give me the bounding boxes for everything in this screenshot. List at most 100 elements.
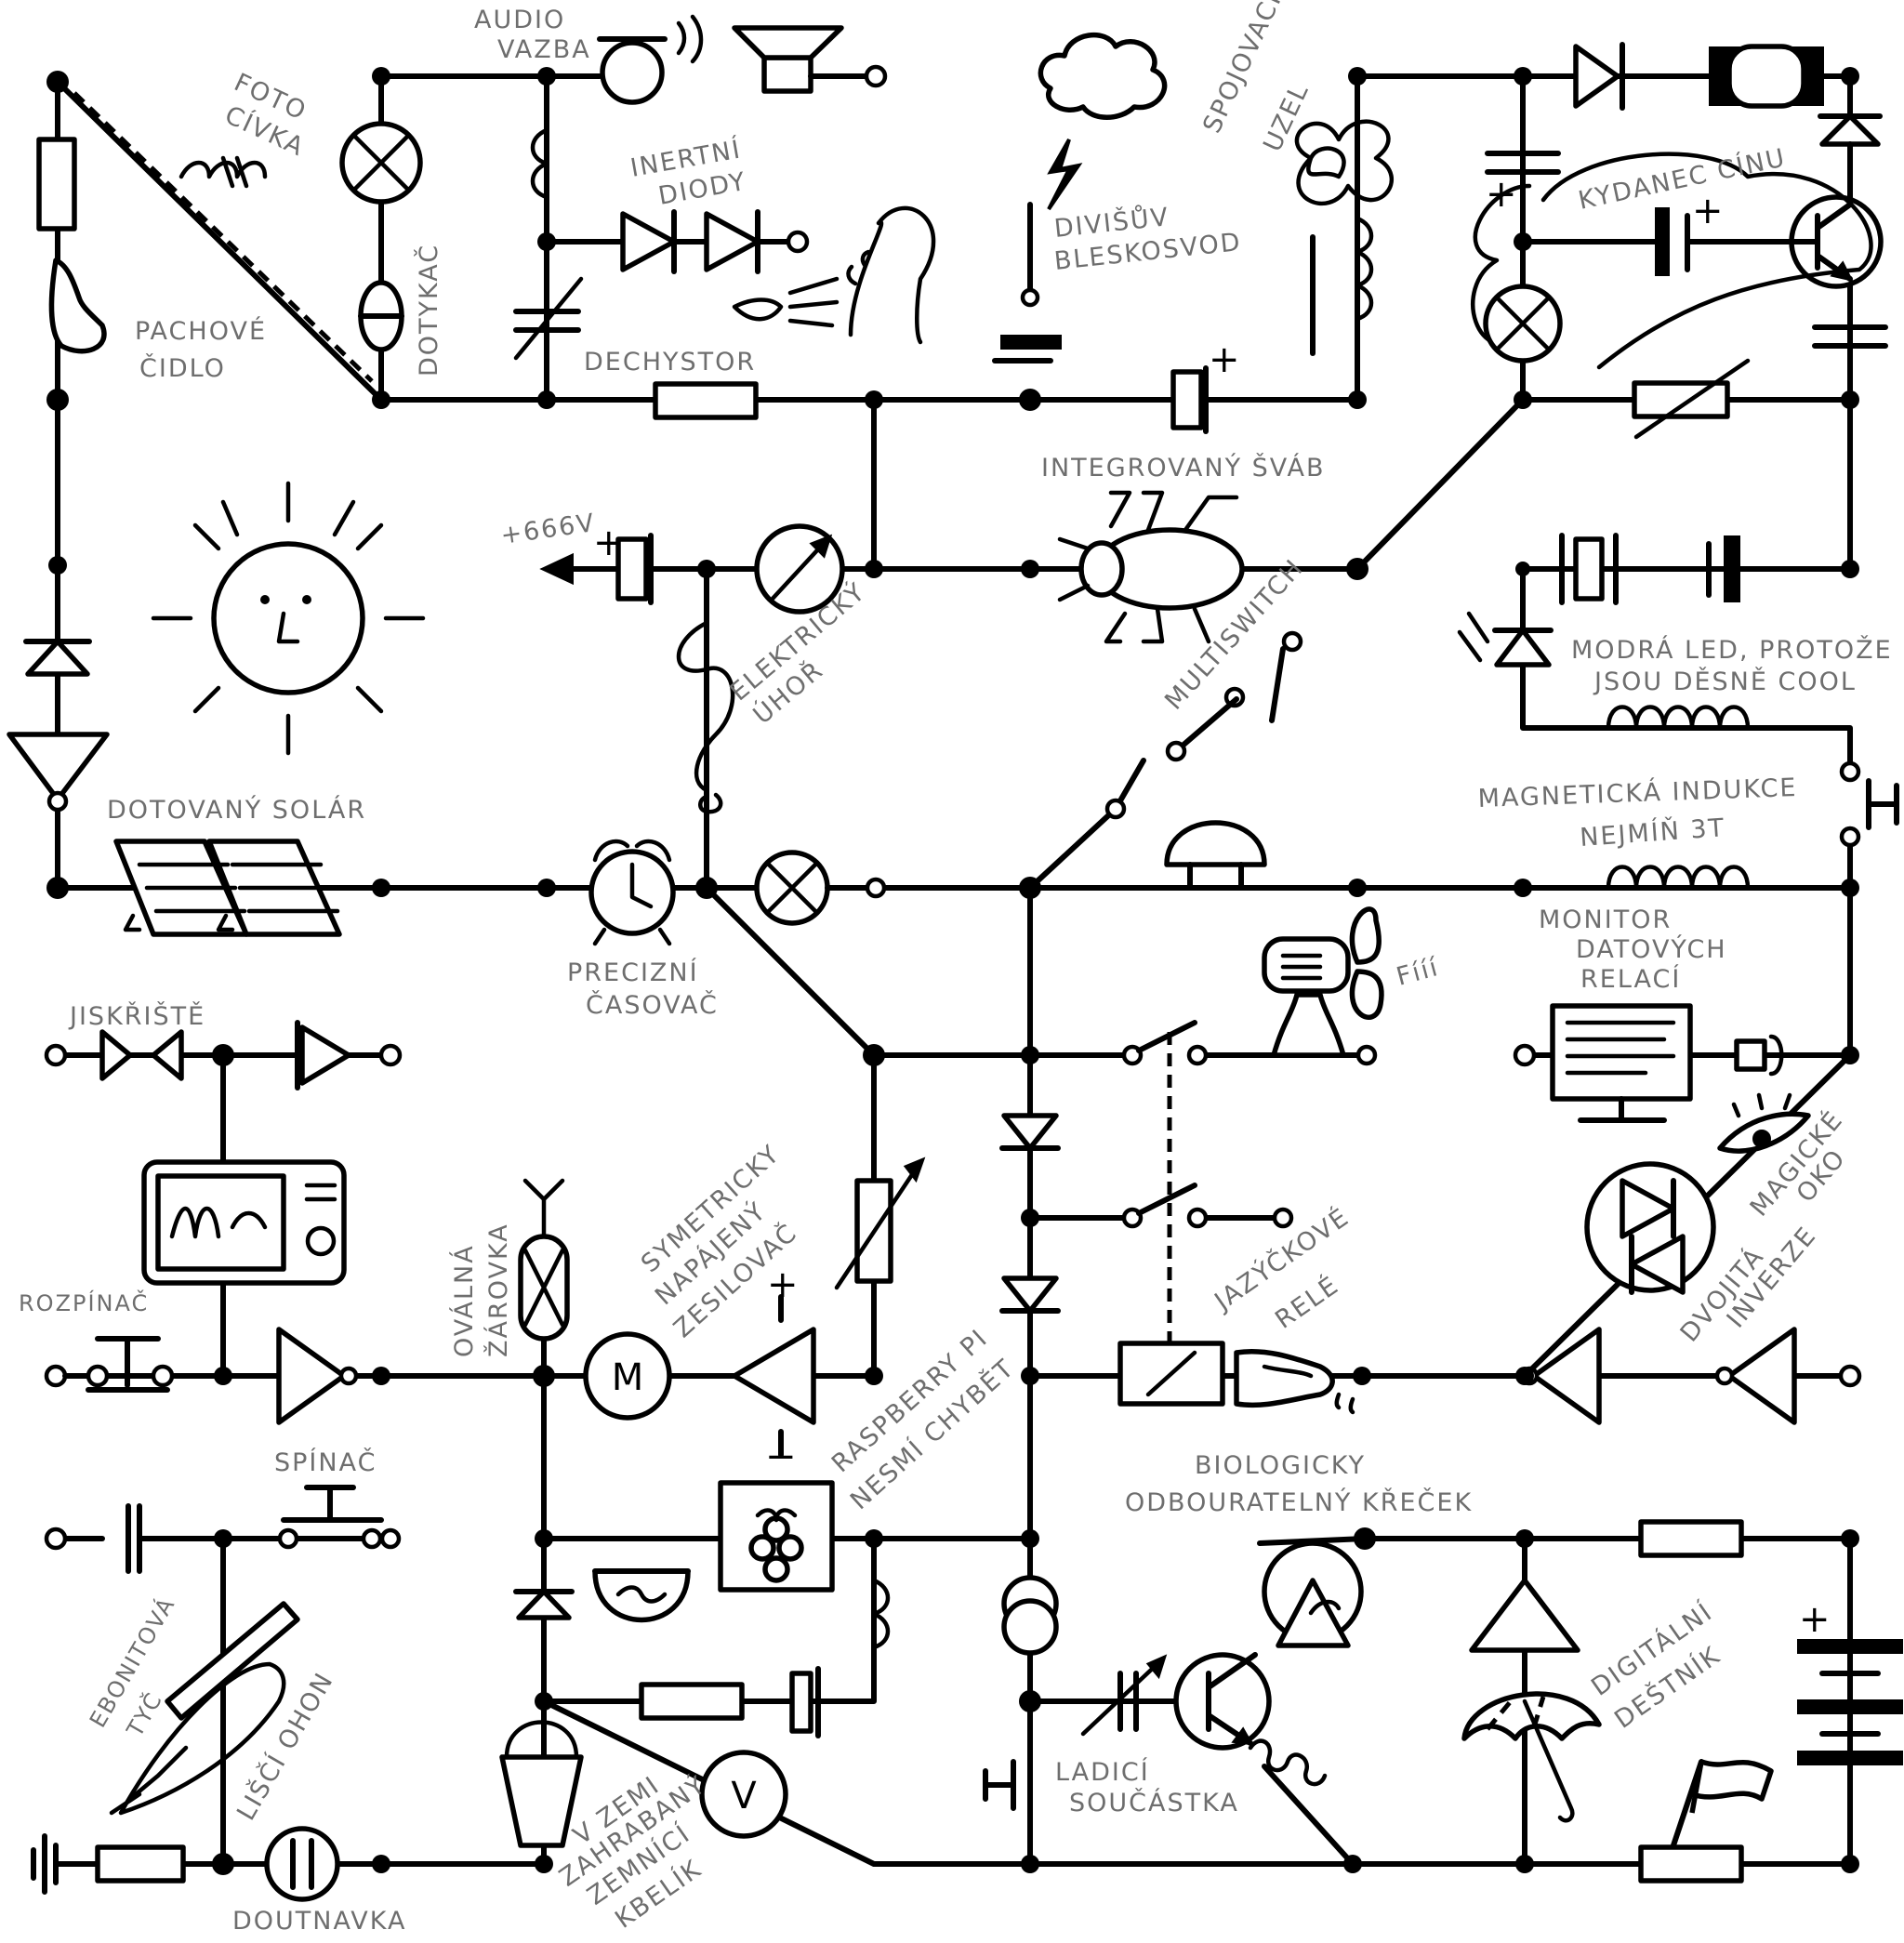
multiswitch (1104, 630, 1303, 820)
ebonite-rod-icon (165, 1601, 300, 1721)
resistor-bottom-right (1638, 1844, 1744, 1884)
sun-icon (151, 481, 426, 756)
resistor-top-left (36, 137, 77, 231)
label-ladici-1: LADICÍ (1055, 1757, 1150, 1787)
electrolytic-capacitor-svab (1170, 365, 1209, 434)
lamp-row3 (754, 850, 887, 926)
label-magneticka-1: MAGNETICKÁ INDUKCE (1477, 773, 1798, 813)
label-doutnavka: DOUTNAVKA (232, 1907, 406, 1936)
voltmeter-symbol: V (731, 1775, 757, 1817)
buffer-left (7, 732, 110, 813)
transformer-icon (1001, 1575, 1059, 1656)
resistor-capacitor-row (639, 1666, 821, 1738)
label-pachove-2: ČIDLO (139, 353, 226, 383)
label-fiiii: Fííí (1394, 953, 1443, 992)
oscilloscope-icon (141, 1159, 347, 1286)
variable-capacitor-ladici (1080, 1654, 1168, 1737)
inductor-magnetic (1606, 705, 1751, 731)
bucket-icon (499, 1720, 584, 1848)
arrow-666v (539, 533, 654, 605)
label-dotovany: DOTOVANÝ SOLÁR (107, 795, 366, 825)
flag-icon (1671, 1759, 1774, 1848)
inert-diodes (544, 209, 810, 274)
label-audio-1: AUDIO (474, 6, 565, 34)
umbrella-icon (1461, 1691, 1602, 1823)
audio-feedback-microphone (597, 14, 704, 105)
plus-mark-capacitor: + (1486, 173, 1517, 216)
label-jiskriste: JISKŘIŠTĚ (68, 1001, 205, 1031)
ac-source-icon (592, 1568, 691, 1623)
diode-right-vertical (1818, 113, 1883, 147)
oval-bulb (518, 1234, 570, 1342)
label-dechystor: DECHYSTOR (584, 348, 756, 377)
plus-mark-svab: + (1209, 338, 1240, 381)
lamp-right (1483, 284, 1563, 363)
transistor-lower (1173, 1652, 1272, 1751)
push-button-lower (277, 1485, 402, 1550)
label-ovalna-1: OVÁLNÁ (449, 1244, 479, 1357)
voltmeter-icon: V (699, 1750, 788, 1839)
label-ovalna-2: ŽÁROVKA (483, 1223, 513, 1357)
motor-symbol: M (612, 1356, 644, 1399)
label-integrovany: INTEGROVANÝ ŠVÁB (1041, 453, 1326, 482)
lamp-top-left (339, 121, 423, 205)
speaker-icon (732, 25, 888, 94)
inductor-top (530, 127, 549, 200)
reed-relay-coil (1117, 1032, 1225, 1407)
relay-switch-1 (1121, 1020, 1378, 1066)
lightning-rod (992, 202, 1062, 363)
crystal-and-battery (1559, 533, 1740, 605)
alarm-clock-icon (588, 839, 676, 946)
battery-bank (1797, 1578, 1903, 1788)
variable-capacitor-top (513, 276, 584, 361)
fan-icon (1262, 906, 1384, 1058)
push-switch-right (1839, 760, 1899, 848)
motor-icon (1709, 44, 1824, 109)
solar-panels (113, 839, 342, 937)
label-dotykac: DOTYKAČ (414, 244, 443, 377)
rozpinac-switch (44, 1336, 175, 1393)
battery-cell (1520, 207, 1797, 276)
blue-led (1457, 611, 1554, 667)
label-precizni-2: ČASOVAČ (586, 990, 719, 1020)
motor-m: M (583, 1331, 672, 1421)
label-pachove-1: PACHOVÉ (135, 316, 267, 346)
label-monitor-2: DATOVÝCH (1576, 934, 1727, 964)
minus-mark-amp: − (765, 1435, 797, 1478)
spinac-buffer (276, 1327, 359, 1425)
fox-tail-icon (109, 1661, 286, 1816)
capacitor-lower-left (44, 1503, 142, 1574)
label-modra-2: JSOU DĚSNĚ COOL (1593, 667, 1857, 696)
inverter-right-2 (1714, 1327, 1862, 1425)
glow-lamp-doutnavka (264, 1826, 340, 1902)
label-biologicky-2: ODBOURATELNÝ KŘEČEK (1125, 1487, 1473, 1517)
capacitor-right (1812, 324, 1888, 349)
variable-resistor-amp (834, 1157, 926, 1290)
amplifier-symmetric (732, 1294, 816, 1458)
touch-plate-dotykac (358, 280, 404, 352)
label-modra-1: MODRÁ LED, PROTOŽE (1571, 635, 1893, 665)
resistor-bottom-left (95, 1844, 186, 1884)
diode-top-right (1573, 42, 1625, 111)
double-inversion-symbol (1584, 1161, 1716, 1295)
inductor-spojovaci (1310, 216, 1374, 356)
magic-eye-icon (1717, 1092, 1811, 1154)
ground-symbol (31, 1833, 59, 1895)
label-monitor-3: RELACÍ (1580, 964, 1681, 994)
monitor-icon (1513, 1003, 1784, 1123)
label-666v: +666V (499, 509, 598, 550)
lightning-icon (1047, 139, 1083, 211)
cockroach-icon (1057, 490, 1245, 644)
nose-smell-sensor-icon (48, 258, 107, 354)
label-spinac: SPÍNAČ (274, 1447, 377, 1477)
plus-mark-amp: + (767, 1263, 799, 1306)
cloud-icon (1038, 32, 1168, 120)
photo-coil (73, 91, 374, 383)
head-icon (846, 205, 936, 345)
resistor-dechystor (653, 381, 759, 420)
plus-mark-battery-bank: + (1799, 1598, 1831, 1641)
plus-mark-666v: + (593, 522, 625, 564)
label-magneticka-2: NEJMÍŇ 3T (1579, 813, 1726, 853)
labels: AUDIO VAZBA FOTO CÍVKA INERTNÍ DIODY DIV… (19, 0, 1893, 1936)
